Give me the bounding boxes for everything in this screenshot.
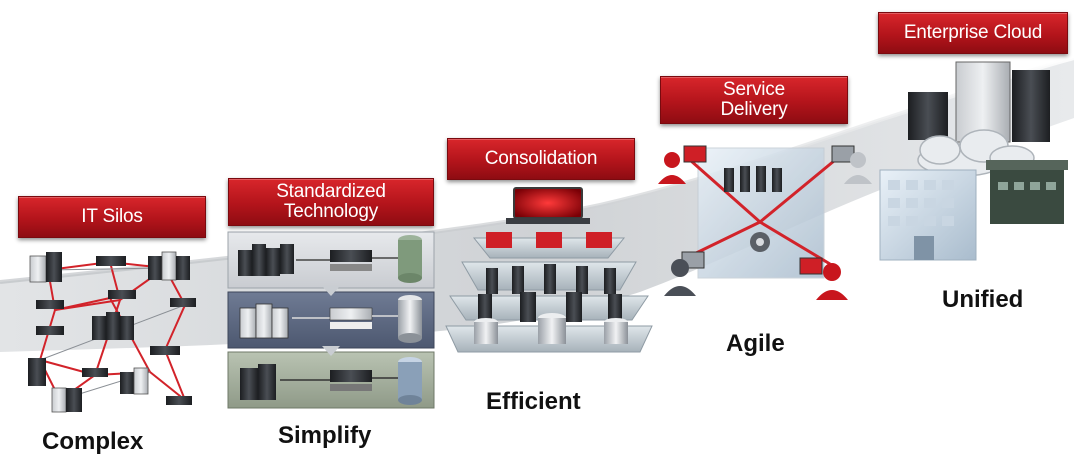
- user-icon: [664, 259, 696, 296]
- database-icon: [398, 357, 422, 405]
- switch-icon: [96, 256, 126, 266]
- red-module-row: [486, 232, 612, 248]
- server-icon: [486, 264, 616, 294]
- database-icon: [398, 295, 422, 343]
- server-icon: [120, 367, 149, 395]
- outcome-agile: Agile: [726, 330, 785, 357]
- outcome-unified: Unified: [942, 286, 1024, 313]
- stage-label-standardized-technology: Standardized Technology: [228, 178, 434, 226]
- server-icon: [238, 244, 294, 276]
- outcome-complex: Complex: [42, 428, 144, 455]
- database-icon: [474, 313, 628, 344]
- switch-icon: [36, 326, 64, 335]
- server-icon: [240, 364, 276, 400]
- server-icon: [908, 61, 1050, 143]
- server-icon: [28, 358, 46, 386]
- stage-label-it-silos: IT Silos: [18, 196, 206, 238]
- outcome-simplify: Simplify: [278, 422, 372, 449]
- building-icon: [986, 160, 1068, 224]
- switch-icon: [330, 370, 372, 391]
- switch-icon: [329, 307, 373, 329]
- chevron-down-icon: [322, 286, 340, 356]
- switch-icon: [82, 368, 108, 377]
- it-silos-cluster: [28, 251, 196, 413]
- switch-icon: [166, 396, 192, 405]
- server-icon: [92, 312, 134, 340]
- database-icon: [398, 235, 422, 283]
- building-icon: [879, 169, 977, 261]
- stage-label-enterprise-cloud: Enterprise Cloud: [878, 12, 1068, 54]
- gear-icon: [750, 232, 770, 252]
- server-icon: [239, 303, 289, 339]
- server-icon: [51, 387, 82, 413]
- enterprise-cloud-group: [879, 61, 1068, 261]
- user-icon: [844, 152, 872, 184]
- switch-icon: [36, 300, 64, 309]
- switch-icon: [330, 250, 372, 271]
- standardized-stack: [227, 231, 435, 409]
- user-icon: [658, 152, 686, 184]
- server-icon: [29, 252, 62, 283]
- consolidation-tower: [445, 187, 653, 353]
- stage-label-consolidation: Consolidation: [447, 138, 635, 180]
- switch-icon: [108, 290, 136, 299]
- server-icon: [724, 166, 782, 192]
- stage-label-service-delivery: Service Delivery: [660, 76, 848, 124]
- user-icon: [816, 263, 848, 300]
- switch-icon: [170, 298, 196, 307]
- monitor-icon: [681, 145, 855, 275]
- outcome-efficient: Efficient: [486, 388, 581, 415]
- service-delivery-hub: [658, 145, 872, 300]
- server-icon: [478, 292, 622, 322]
- switch-icon: [150, 346, 180, 355]
- server-icon: [148, 251, 190, 281]
- monitor-icon: [506, 187, 590, 224]
